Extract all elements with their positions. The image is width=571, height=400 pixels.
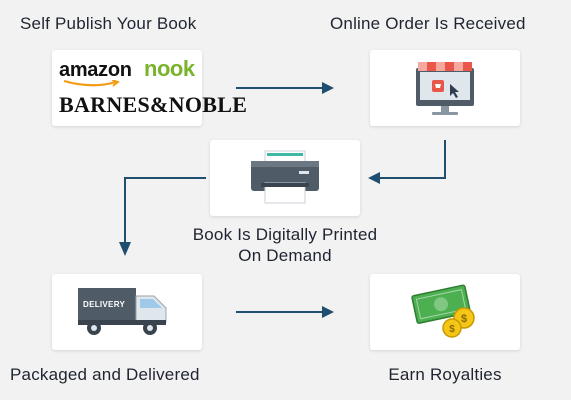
amazon-smile-icon — [63, 80, 120, 87]
delivery-card: DELIVERY — [52, 274, 202, 350]
arrow-down-left — [368, 140, 446, 184]
printer-card — [210, 140, 360, 216]
royalties-card: $ $ — [370, 274, 520, 350]
amazon-logo: amazon — [59, 59, 132, 81]
self-publish-card: amazon nook BARNES&NOBLE — [52, 50, 247, 126]
delivery-truck-icon — [78, 288, 167, 335]
svg-text:$: $ — [461, 313, 467, 325]
arrow-left-down — [119, 177, 206, 256]
arrow-right-1 — [236, 82, 334, 94]
step-self-publish-label: Self Publish Your Book — [20, 14, 197, 33]
svg-text:$: $ — [449, 324, 455, 335]
step-printed-label-line1: Book Is Digitally Printed — [192, 225, 378, 244]
nook-logo: nook — [144, 56, 195, 81]
money-coins-icon: $ $ — [411, 284, 475, 338]
online-store-monitor-icon — [416, 62, 474, 115]
arrow-right-2 — [236, 306, 334, 318]
step-royalties-label: Earn Royalties — [388, 365, 502, 384]
printer-icon — [251, 150, 319, 204]
truck-delivery-text: DELIVERY — [83, 300, 126, 309]
barnes-noble-logo: BARNES&NOBLE — [59, 92, 248, 117]
step-printed-label-line2: On Demand — [238, 246, 332, 265]
step-order-received-label: Online Order Is Received — [330, 14, 526, 33]
step-delivered-label: Packaged and Delivered — [10, 365, 200, 384]
order-received-card — [370, 50, 520, 126]
